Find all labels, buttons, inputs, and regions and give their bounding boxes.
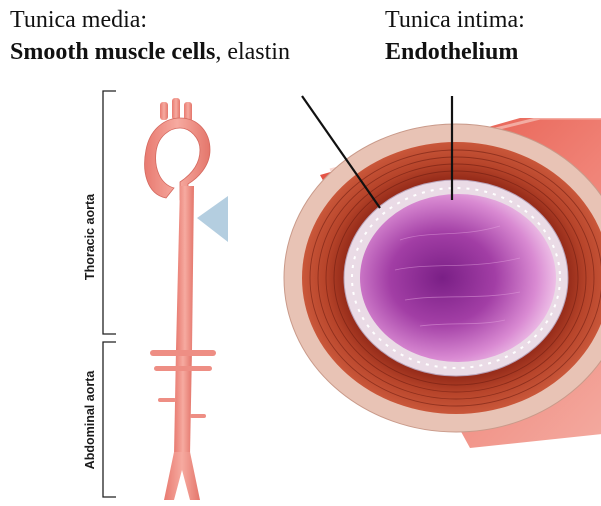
abdominal-aorta-label: Abdominal aorta — [83, 370, 97, 470]
section-pointer-triangle — [197, 196, 228, 242]
lumen — [360, 194, 556, 362]
aorta-vessel — [145, 98, 228, 500]
thoracic-aorta-label: Thoracic aorta — [83, 193, 97, 280]
thoracic-bracket — [103, 91, 116, 334]
abdominal-bracket — [103, 342, 116, 497]
artery-cross-section — [284, 118, 601, 448]
